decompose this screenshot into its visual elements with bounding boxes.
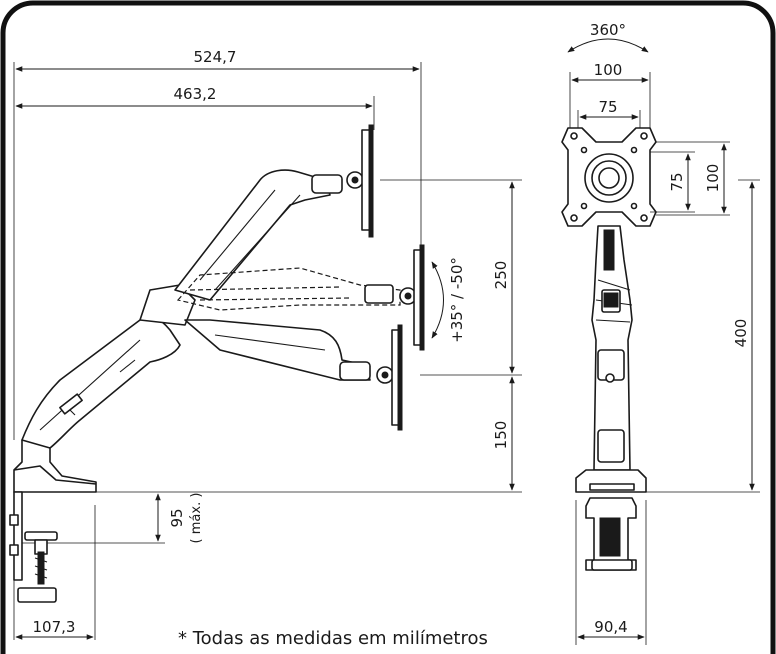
rotation-arc [567,38,649,53]
base-pole [13,439,97,493]
desk-thickness-note: ( máx. ) [189,493,204,544]
vesa-max-vertical-label: 100 [704,164,722,193]
tilt-arc [431,261,444,339]
base-to-min-label: 150 [492,421,510,450]
base-width-label: 90,4 [594,618,627,636]
clamp-depth-label: 107,3 [33,618,76,636]
upper-arm-bottom [184,319,371,381]
vesa-max-label: 100 [594,61,623,79]
front-view: 360° 100 75 75 100 [561,21,760,645]
desk-clamp [13,491,23,581]
footnote: * Todas as medidas em milímetros [178,628,488,649]
upper-arm-top [174,169,331,301]
max-height-label: 400 [732,319,750,348]
total-reach-label: 524,7 [194,48,237,66]
rotation-label: 360° [590,21,626,39]
tilt-label: +35° / -50° [448,257,466,343]
lower-arm [21,315,181,449]
vesa-min-label: 75 [598,98,617,116]
side-view: 524,7 463,2 [9,48,522,640]
desk-thickness-label: 95 [168,508,186,527]
arm-reach-label: 463,2 [174,85,217,103]
height-adjust-label: 250 [492,261,510,290]
vesa-min-vertical-label: 75 [668,172,686,191]
